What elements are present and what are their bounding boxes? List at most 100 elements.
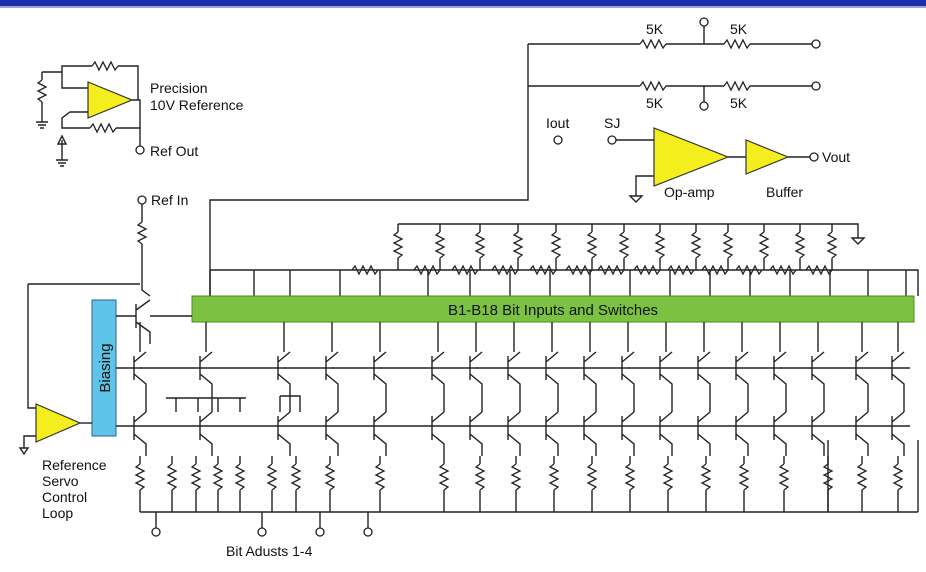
emitter-resistor xyxy=(212,463,224,491)
bit-transistor xyxy=(855,411,869,456)
emitter-resistor xyxy=(700,463,712,491)
vout-label: Vout xyxy=(822,149,850,165)
buffer-label: Buffer xyxy=(766,184,803,200)
bit-adjust-pin xyxy=(363,527,373,537)
bit-transistor xyxy=(373,411,387,456)
precision-reference xyxy=(36,60,145,167)
bit-transistor xyxy=(325,411,339,456)
ladder-horizontal-resistor xyxy=(735,264,763,276)
emitter-resistor xyxy=(324,463,336,491)
resistor-5k-bottom-left: 5K xyxy=(646,95,664,111)
bit-transistor xyxy=(659,351,673,412)
bit-transistor xyxy=(583,351,597,412)
bit-transistor xyxy=(431,351,445,412)
emitter-resistor xyxy=(586,463,598,491)
ladder-vertical-resistor xyxy=(654,231,666,259)
servo-label-line2: Servo xyxy=(42,473,79,489)
op-amp-triangle xyxy=(653,127,730,187)
ladder-vertical-resistor xyxy=(690,231,702,259)
servo-label-line3: Control xyxy=(42,489,87,505)
bit-transistor xyxy=(855,351,869,412)
bit-transistor xyxy=(431,411,445,456)
bit-transistor xyxy=(735,411,749,456)
ladder-vertical-resistor xyxy=(512,231,524,259)
bit-transistor xyxy=(469,411,483,456)
ladder-vertical-resistor xyxy=(586,231,598,259)
emitter-resistor xyxy=(374,463,386,491)
bit-transistor xyxy=(583,411,597,456)
bit-transistor xyxy=(891,351,905,412)
buffer-triangle xyxy=(745,139,790,175)
precision-label-line1: Precision xyxy=(150,80,208,96)
reference-amp-triangle xyxy=(87,81,134,119)
servo-label-line1: Reference xyxy=(42,457,107,473)
ladder-horizontal-resistor xyxy=(597,264,625,276)
ladder-vertical-resistor xyxy=(794,231,806,259)
bit-adjust-pin xyxy=(257,527,267,537)
ladder-horizontal-resistor xyxy=(633,264,661,276)
bit-transistor xyxy=(735,351,749,412)
bit-transistor xyxy=(199,351,213,412)
adjust-bus xyxy=(279,395,301,412)
bit-transistor xyxy=(373,351,387,412)
emitter-resistor xyxy=(190,463,202,491)
bit-transistor xyxy=(621,351,635,412)
ladder-vertical-resistor xyxy=(474,231,486,259)
emitter-resistor xyxy=(438,463,450,491)
ref-out-label: Ref Out xyxy=(150,143,198,159)
ladder-vertical-resistor xyxy=(618,231,630,259)
emitter-resistor xyxy=(856,463,868,491)
bit-transistor xyxy=(659,411,673,456)
ladder-horizontal-resistor xyxy=(667,264,695,276)
emitter-resistor xyxy=(738,463,750,491)
emitter-resistor xyxy=(510,463,522,491)
ladder-horizontal-resistor xyxy=(351,264,379,276)
ref-in-label: Ref In xyxy=(151,192,188,208)
ladder-vertical-resistor xyxy=(434,231,446,259)
resistor-5k-bottom-right: 5K xyxy=(730,95,748,111)
bit-transistor xyxy=(325,351,339,412)
bit-transistor xyxy=(697,351,711,412)
emitter-resistor xyxy=(474,463,486,491)
header-bar xyxy=(0,0,926,6)
bit-transistor xyxy=(507,411,521,456)
op-amp-label: Op-amp xyxy=(664,184,715,200)
r2r-ladder xyxy=(209,223,919,296)
sj-label: SJ xyxy=(604,115,620,131)
ladder-vertical-resistor xyxy=(758,231,770,259)
bit-transistor xyxy=(773,351,787,412)
ladder-vertical-resistor xyxy=(722,231,734,259)
emitter-resistor xyxy=(778,463,790,491)
emitter-resistor xyxy=(134,463,146,491)
emitter-resistor xyxy=(662,463,674,491)
iout-label: Iout xyxy=(546,115,569,131)
bit-transistor xyxy=(697,411,711,456)
bit-transistor xyxy=(507,351,521,412)
ladder-horizontal-resistor xyxy=(491,264,519,276)
precision-label-line2: 10V Reference xyxy=(150,97,244,113)
ladder-horizontal-resistor xyxy=(701,264,729,276)
biasing-block xyxy=(91,299,117,437)
bit-adjust-pin xyxy=(151,527,161,537)
emitter-resistor xyxy=(234,463,246,491)
ladder-horizontal-resistor xyxy=(529,264,557,276)
ladder-vertical-resistor xyxy=(392,231,404,259)
ladder-vertical-resistor xyxy=(550,231,562,259)
adjust-bus xyxy=(166,397,246,412)
bit-transistor xyxy=(277,411,291,456)
emitter-resistor xyxy=(166,463,178,491)
emitter-resistor xyxy=(548,463,560,491)
ladder-horizontal-resistor xyxy=(805,264,833,276)
emitter-resistor xyxy=(892,463,904,491)
bit-columns xyxy=(116,322,910,537)
bit-transistor xyxy=(545,411,559,456)
biasing-label: Biasing xyxy=(97,343,114,392)
bit-transistor xyxy=(469,351,483,412)
bit-adjusts-label: Bit Adusts 1-4 xyxy=(226,543,313,559)
bit-inputs-bar xyxy=(191,295,915,323)
resistor-5k-top-left: 5K xyxy=(646,21,664,37)
ladder-horizontal-resistor xyxy=(769,264,797,276)
ladder-vertical-resistor xyxy=(826,231,838,259)
